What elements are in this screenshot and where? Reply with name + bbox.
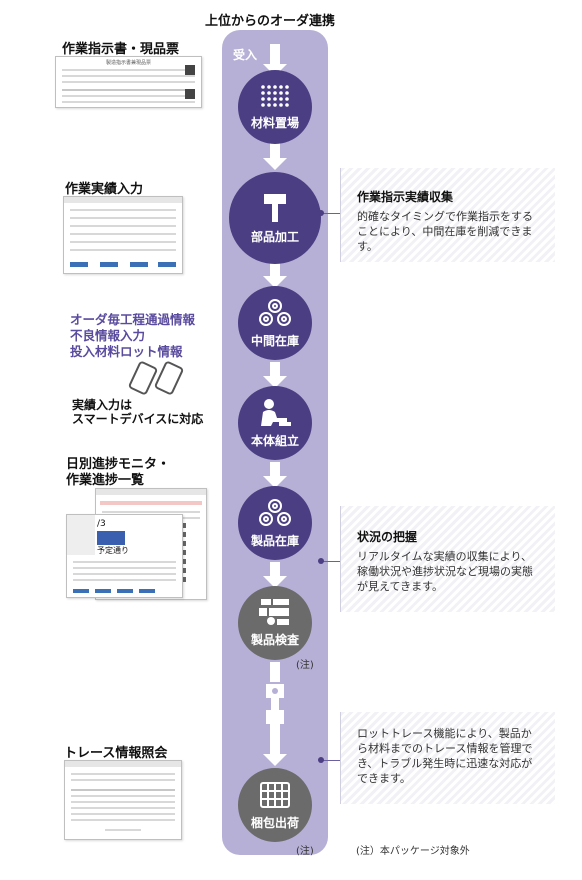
node-label: 梱包出荷 bbox=[250, 815, 299, 830]
receive-label: 受入 bbox=[233, 48, 258, 62]
flow-arrow bbox=[270, 44, 280, 66]
coil-icon bbox=[259, 498, 291, 526]
monitor-popup-text-1: /3 bbox=[97, 519, 106, 529]
node-label: 部品加工 bbox=[250, 229, 299, 244]
smart-line-1: 実績入力は bbox=[72, 398, 133, 412]
callout-body: ロットトレース機能により、製品から材料までのトレース情報を管理でき、トラブル発生… bbox=[357, 727, 533, 785]
node-body-assembly: 本体組立 bbox=[238, 386, 312, 460]
connector-icon bbox=[266, 684, 284, 724]
trace-thumbnail bbox=[64, 760, 182, 840]
node-intermediate-stock: 中間在庫 bbox=[238, 286, 312, 360]
node-parts-processing: 部品加工 bbox=[229, 172, 321, 264]
box-icon bbox=[260, 781, 290, 808]
flow-arrowhead bbox=[263, 476, 287, 488]
monitor-title-1: 日別進捗モニタ・ bbox=[66, 457, 171, 472]
smart-line-2: スマートデバイスに対応 bbox=[72, 412, 204, 426]
flow-arrowhead bbox=[263, 376, 287, 388]
flow-arrow bbox=[270, 262, 280, 278]
callout-body: 的確なタイミングで作業指示をすることにより、中間在庫を削減できます。 bbox=[357, 210, 533, 253]
worker-icon bbox=[261, 398, 291, 426]
flow-arrow bbox=[270, 724, 280, 756]
work-order-thumbnail: 製造指示書兼現品票 bbox=[55, 56, 202, 108]
hammer-icon bbox=[264, 193, 286, 222]
note-packing: (注) bbox=[296, 846, 314, 857]
callout-title: 状況の把握 bbox=[357, 530, 418, 544]
work-result-thumbnail bbox=[63, 196, 183, 274]
callout-body: リアルタイムな実績の収集により、稼働状況や進捗状況など現場の実態が見えてきます。 bbox=[357, 550, 533, 593]
flow-arrow bbox=[270, 462, 280, 478]
flow-arrowhead bbox=[263, 754, 287, 766]
flow-arrow bbox=[270, 662, 280, 682]
callout-dot bbox=[318, 757, 324, 763]
callout-connector bbox=[322, 760, 340, 761]
monitor-thumbnail-front: /3 予定通り bbox=[66, 514, 183, 598]
purple-line-3: 投入材料ロット情報 bbox=[70, 344, 183, 359]
note-inspection: (注) bbox=[296, 660, 314, 671]
callout-dot bbox=[318, 558, 324, 564]
node-packing-shipping: 梱包出荷 bbox=[238, 768, 312, 842]
trace-title: トレース情報照会 bbox=[64, 746, 168, 761]
node-label: 本体組立 bbox=[250, 433, 299, 448]
flow-arrow bbox=[270, 362, 280, 378]
work-order-title: 作業指示書・現品票 bbox=[62, 42, 180, 57]
flow-arrow bbox=[270, 562, 280, 578]
grid-dots-icon bbox=[261, 84, 289, 107]
monitor-popup-text-2: 予定通り bbox=[97, 546, 129, 555]
node-material-storage: 材料置場 bbox=[238, 70, 312, 144]
callout-status: 状況の把握 リアルタイムな実績の収集により、稼働状況や進捗状況など現場の実態が見… bbox=[340, 506, 555, 612]
flow-arrow bbox=[270, 142, 280, 160]
callout-trace: ロットトレース機能により、製品から材料までのトレース情報を管理でき、トラブル発生… bbox=[340, 712, 555, 804]
node-label: 製品検査 bbox=[250, 632, 299, 647]
work-order-doc-title: 製造指示書兼現品票 bbox=[106, 60, 152, 66]
node-label: 製品在庫 bbox=[250, 533, 299, 548]
callout-dot bbox=[318, 210, 324, 216]
flow-header-title: 上位からのオーダ連携 bbox=[205, 14, 336, 29]
node-label: 中間在庫 bbox=[250, 333, 299, 348]
flow-arrowhead bbox=[263, 576, 287, 588]
node-product-stock: 製品在庫 bbox=[238, 486, 312, 560]
flow-arrowhead bbox=[263, 276, 287, 288]
footnote: (注）本パッケージ対象外 bbox=[356, 846, 470, 857]
node-product-inspection: 製品検査 bbox=[238, 586, 312, 660]
qr-code-icon bbox=[185, 65, 195, 75]
callout-connector bbox=[322, 213, 340, 214]
smartphone-icon bbox=[128, 361, 184, 395]
qr-code-icon bbox=[185, 89, 195, 99]
inspection-icon bbox=[259, 598, 289, 625]
callout-connector bbox=[322, 561, 340, 562]
callout-title: 作業指示実績収集 bbox=[357, 190, 454, 204]
purple-line-2: 不良情報入力 bbox=[70, 328, 146, 343]
purple-line-1: オーダ毎工程通過情報 bbox=[70, 312, 196, 327]
work-result-title: 作業実績入力 bbox=[65, 182, 144, 197]
flow-arrowhead bbox=[263, 158, 287, 170]
coil-icon bbox=[259, 298, 291, 326]
monitor-title-2: 作業進捗一覧 bbox=[66, 473, 145, 488]
callout-work-instruction: 作業指示実績収集 的確なタイミングで作業指示をすることにより、中間在庫を削減でき… bbox=[340, 168, 555, 262]
node-label: 材料置場 bbox=[250, 115, 299, 130]
